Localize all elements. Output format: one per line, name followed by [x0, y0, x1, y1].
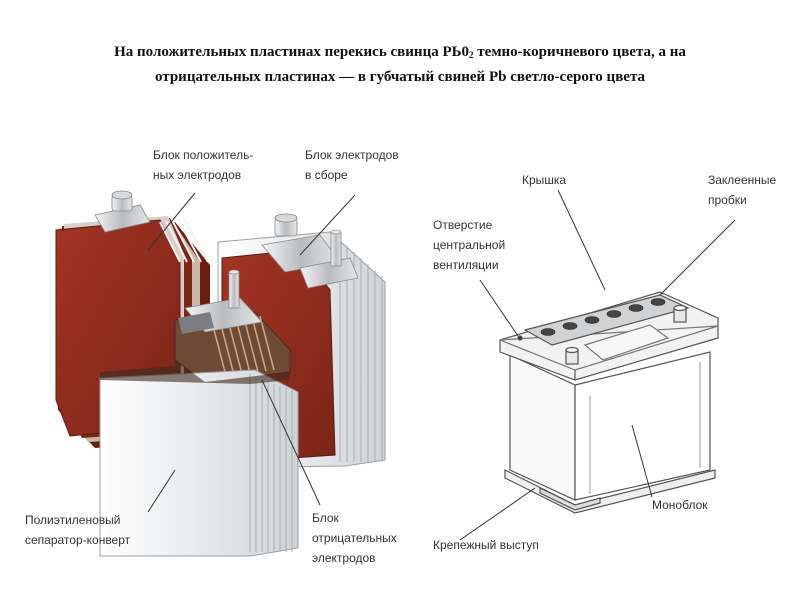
label-separator-line-2: сепаратор-конверт: [25, 533, 131, 547]
label-sealed-plugs-line-1: Заклеенные: [708, 173, 777, 187]
vent-hole: [517, 335, 523, 341]
label-assembly-line-1: Блок электродов: [305, 148, 399, 162]
label-negative-block-line-2: отрицательных: [312, 531, 397, 545]
label-monoblock: Моноблок: [652, 495, 708, 515]
leader-lines: [147, 189, 736, 541]
positive-plate-comb: [159, 217, 209, 263]
label-negative-block-line-3: электродов: [312, 551, 376, 565]
label-lid-text: Крышка: [522, 173, 567, 187]
slide-title: На положительных пластинах перекись свин…: [20, 40, 780, 89]
label-vent-line-3: вентиляции: [433, 258, 499, 272]
negative-electrode-block: [99, 269, 299, 557]
label-positive-block-line-2: ных электродов: [153, 168, 242, 182]
label-sealed-plugs: Заклеенные пробки: [708, 170, 776, 210]
negative-lug: [178, 269, 263, 334]
label-sealed-plugs-line-2: пробки: [708, 193, 747, 207]
plug-holes: [540, 298, 666, 336]
negative-plate-top-lines: [211, 315, 275, 377]
positive-lug: [94, 190, 151, 233]
label-mount: Крепежный выступ: [433, 535, 539, 555]
label-assembly: Блок электродов в сборе: [305, 145, 399, 185]
terminal-right: [673, 304, 687, 323]
label-separator-line-1: Полиэтиленовый: [25, 513, 121, 527]
label-separator: Полиэтиленовый сепаратор-конверт: [25, 510, 130, 550]
title-line-2: отрицательных пластинах — в губчатый сви…: [154, 69, 646, 85]
battery-drawing: [499, 291, 719, 514]
separator-envelope-edges: [249, 374, 293, 552]
label-negative-block: Блок отрицательных электродов: [312, 508, 397, 568]
label-positive-block: Блок положитель- ных электродов: [153, 145, 253, 185]
label-negative-block-line-1: Блок: [312, 511, 339, 525]
sealed-plugs-strip: [523, 294, 690, 346]
label-monoblock-text: Моноблок: [652, 498, 708, 512]
title-line-1: На положительных пластинах перекись свин…: [114, 44, 686, 60]
terminal-left: [565, 346, 579, 365]
label-lid: Крышка: [522, 170, 566, 190]
label-vent-line-1: Отверстие: [433, 218, 493, 232]
label-mount-text: Крепежный выступ: [433, 538, 539, 552]
label-assembly-line-2: в сборе: [305, 168, 348, 182]
label-positive-block-line-1: Блок положитель-: [153, 148, 254, 162]
label-vent-line-2: центральной: [433, 238, 506, 252]
label-vent: Отверстие центральной вентиляции: [433, 215, 505, 275]
